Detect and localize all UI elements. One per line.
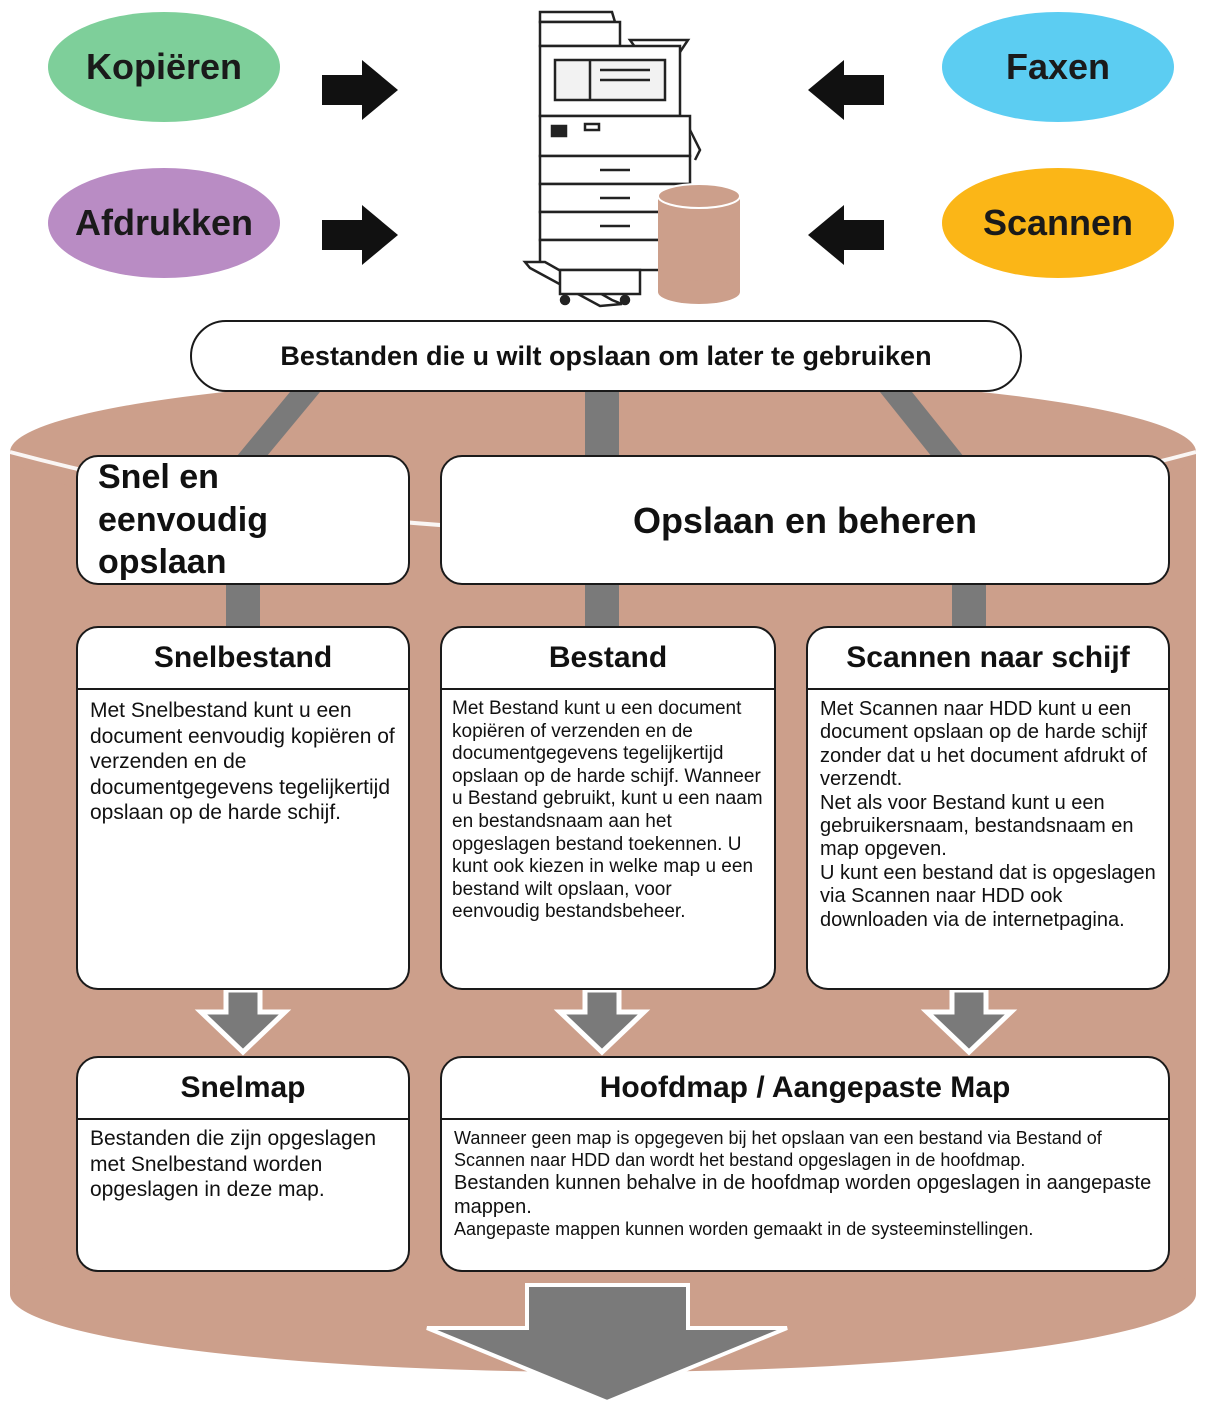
- feature-scan-to-disk-para: Net als voor Bestand kunt u een gebruike…: [820, 791, 1134, 861]
- folder-quick-title: Snelmap: [78, 1058, 408, 1120]
- input-arrows: [322, 60, 884, 265]
- feature-scan-to-disk-body: Met Scannen naar HDD kunt u een document…: [808, 690, 1168, 940]
- folder-main-custom-title: Hoofdmap / Aangepaste Map: [442, 1058, 1168, 1120]
- down-arrows: [194, 987, 1018, 1056]
- feature-scan-to-disk-para: Met Scannen naar HDD kunt u een document…: [820, 698, 1147, 791]
- category-quick-title: Snel en eenvoudig opslaan: [98, 458, 269, 582]
- feature-scan-to-disk-title: Scannen naar schijf: [808, 628, 1168, 690]
- source-print: Afdrukken: [48, 168, 280, 278]
- category-manage: Opslaan en beheren: [440, 455, 1170, 585]
- banner: Bestanden die u wilt opslaan om later te…: [190, 320, 1022, 392]
- feature-file: Bestand Met Bestand kunt u een document …: [440, 626, 776, 990]
- connector-lines: [226, 392, 986, 626]
- folder-main-custom-body: Wanneer geen map is opgegeven bij het op…: [442, 1120, 1168, 1249]
- feature-scan-to-disk-para: U kunt een bestand dat is opgeslagen via…: [820, 861, 1156, 931]
- source-scan: Scannen: [942, 168, 1174, 278]
- folder-quick: Snelmap Bestanden die zijn opgeslagen me…: [76, 1056, 410, 1272]
- folder-main-custom-para: Aangepaste mappen kunnen worden gemaakt …: [454, 1219, 1034, 1240]
- big-down-arrow-icon: [426, 1283, 788, 1402]
- arrow-icon: [808, 60, 884, 120]
- feature-quick-file: Snelbestand Met Snelbestand kunt u een d…: [76, 626, 410, 990]
- folder-main-custom-para: Wanneer geen map is opgegeven bij het op…: [454, 1128, 1102, 1170]
- source-fax-label: Faxen: [1005, 46, 1111, 87]
- feature-quick-file-body: Met Snelbestand kunt u een document eenv…: [90, 699, 395, 825]
- banner-text: Bestanden die u wilt opslaan om later te…: [280, 340, 932, 371]
- folder-main-custom-para: Bestanden kunnen behalve in de hoofdmap …: [454, 1172, 1152, 1219]
- source-fax: Faxen: [942, 12, 1174, 122]
- category-manage-title: Opslaan en beheren: [632, 499, 978, 541]
- source-copy-label: Kopiëren: [85, 46, 243, 87]
- feature-file-title: Bestand: [442, 628, 774, 690]
- storage-icon: [657, 183, 741, 304]
- arrow-icon: [322, 60, 398, 120]
- source-print-label: Afdrukken: [74, 202, 254, 243]
- source-scan-label: Scannen: [982, 202, 1134, 243]
- source-copy: Kopiëren: [48, 12, 280, 122]
- folder-main-custom: Hoofdmap / Aangepaste Map Wanneer geen m…: [440, 1056, 1170, 1272]
- feature-quick-file-title: Snelbestand: [78, 628, 408, 690]
- feature-file-body: Met Bestand kunt u een document kopiëren…: [452, 698, 763, 923]
- arrow-icon: [808, 205, 884, 265]
- arrow-icon: [322, 205, 398, 265]
- feature-scan-to-disk: Scannen naar schijf Met Scannen naar HDD…: [806, 626, 1170, 990]
- folder-quick-body: Bestanden die zijn opgeslagen met Snelbe…: [90, 1127, 377, 1202]
- category-quick: Snel en eenvoudig opslaan: [76, 455, 410, 585]
